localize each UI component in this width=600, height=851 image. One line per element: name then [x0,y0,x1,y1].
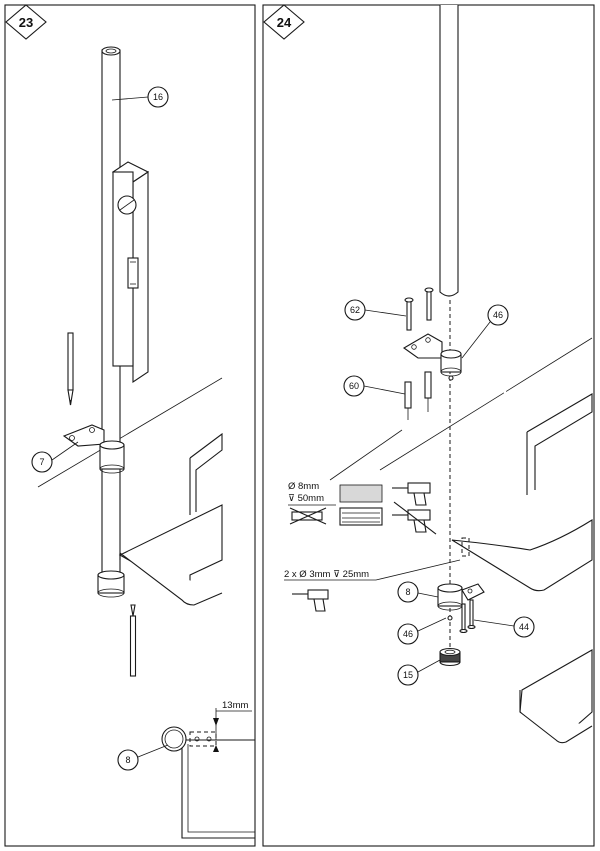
pole-upper [439,5,459,297]
callout-44: 44 [473,616,535,638]
drill-icon-wood-crossed [392,501,437,535]
base-plate-right [519,649,593,744]
callout-8-step24: 8 [397,581,439,603]
pencil-icon-top [67,332,74,406]
floor-line [37,377,223,488]
collar-8-step24 [437,583,463,611]
step-24-panel [262,4,595,847]
callout-16-label: 16 [153,92,163,102]
callout-62-label: 62 [350,305,360,315]
wood-wall-icon [339,507,383,526]
drill-spec-pilot: 2 x Ø 3mm ⊽ 25mm [284,559,461,612]
base-plate-lower [451,393,593,592]
step-23-badge: 23 [5,4,47,40]
pencil-icon-bottom [129,604,137,677]
callout-15: 15 [397,659,441,686]
collar-base [97,570,125,598]
hex-key-icon [488,360,507,408]
spirit-level [111,161,150,384]
callout-46-bottom-label: 46 [403,629,413,639]
drill-spec-concrete: Ø 8mm ⊽ 50mm [288,429,437,535]
concrete-wall-icon [339,484,383,503]
screws-62 [404,287,434,331]
callout-8-step24-label: 8 [405,587,410,597]
callout-7: 7 [31,441,79,473]
base-plate [118,432,223,606]
drill-diameter-8mm: Ø 8mm [288,481,319,492]
anchor-crossed-icon [289,507,327,525]
callout-46-top-label: 46 [493,310,503,320]
step-23-panel [4,4,256,847]
dimension-13mm: 13mm [222,700,248,711]
callout-60: 60 [343,375,406,397]
callout-46-bottom: 46 [397,617,447,645]
pilot-drill-spec: 2 x Ø 3mm ⊽ 25mm [284,569,369,580]
detail-collar-8: 13mm [161,700,255,839]
step-24-number: 24 [277,15,292,30]
step-24-badge: 24 [263,4,305,40]
callout-60-label: 60 [349,381,359,391]
callout-7-label: 7 [39,457,44,467]
drill-icon-concrete [392,482,431,506]
bracket-46-bottom [447,583,485,621]
foot-15 [439,647,461,667]
callout-46-top: 46 [461,304,509,359]
drill-icon-pilot [292,589,329,612]
callout-62: 62 [344,299,407,321]
drill-depth-50mm: ⊽ 50mm [288,493,324,504]
bracket-7 [62,424,125,474]
bracket-46-top [402,333,462,381]
callout-8-step23-label: 8 [125,755,130,765]
callout-44-label: 44 [519,622,529,632]
callout-15-label: 15 [403,670,413,680]
bolts-44 [459,599,476,634]
wall-line [379,337,593,471]
anchors-60 [404,371,432,420]
callout-8-step23: 8 [117,744,169,771]
step-23-number: 23 [19,15,33,30]
callout-16: 16 [111,86,169,108]
